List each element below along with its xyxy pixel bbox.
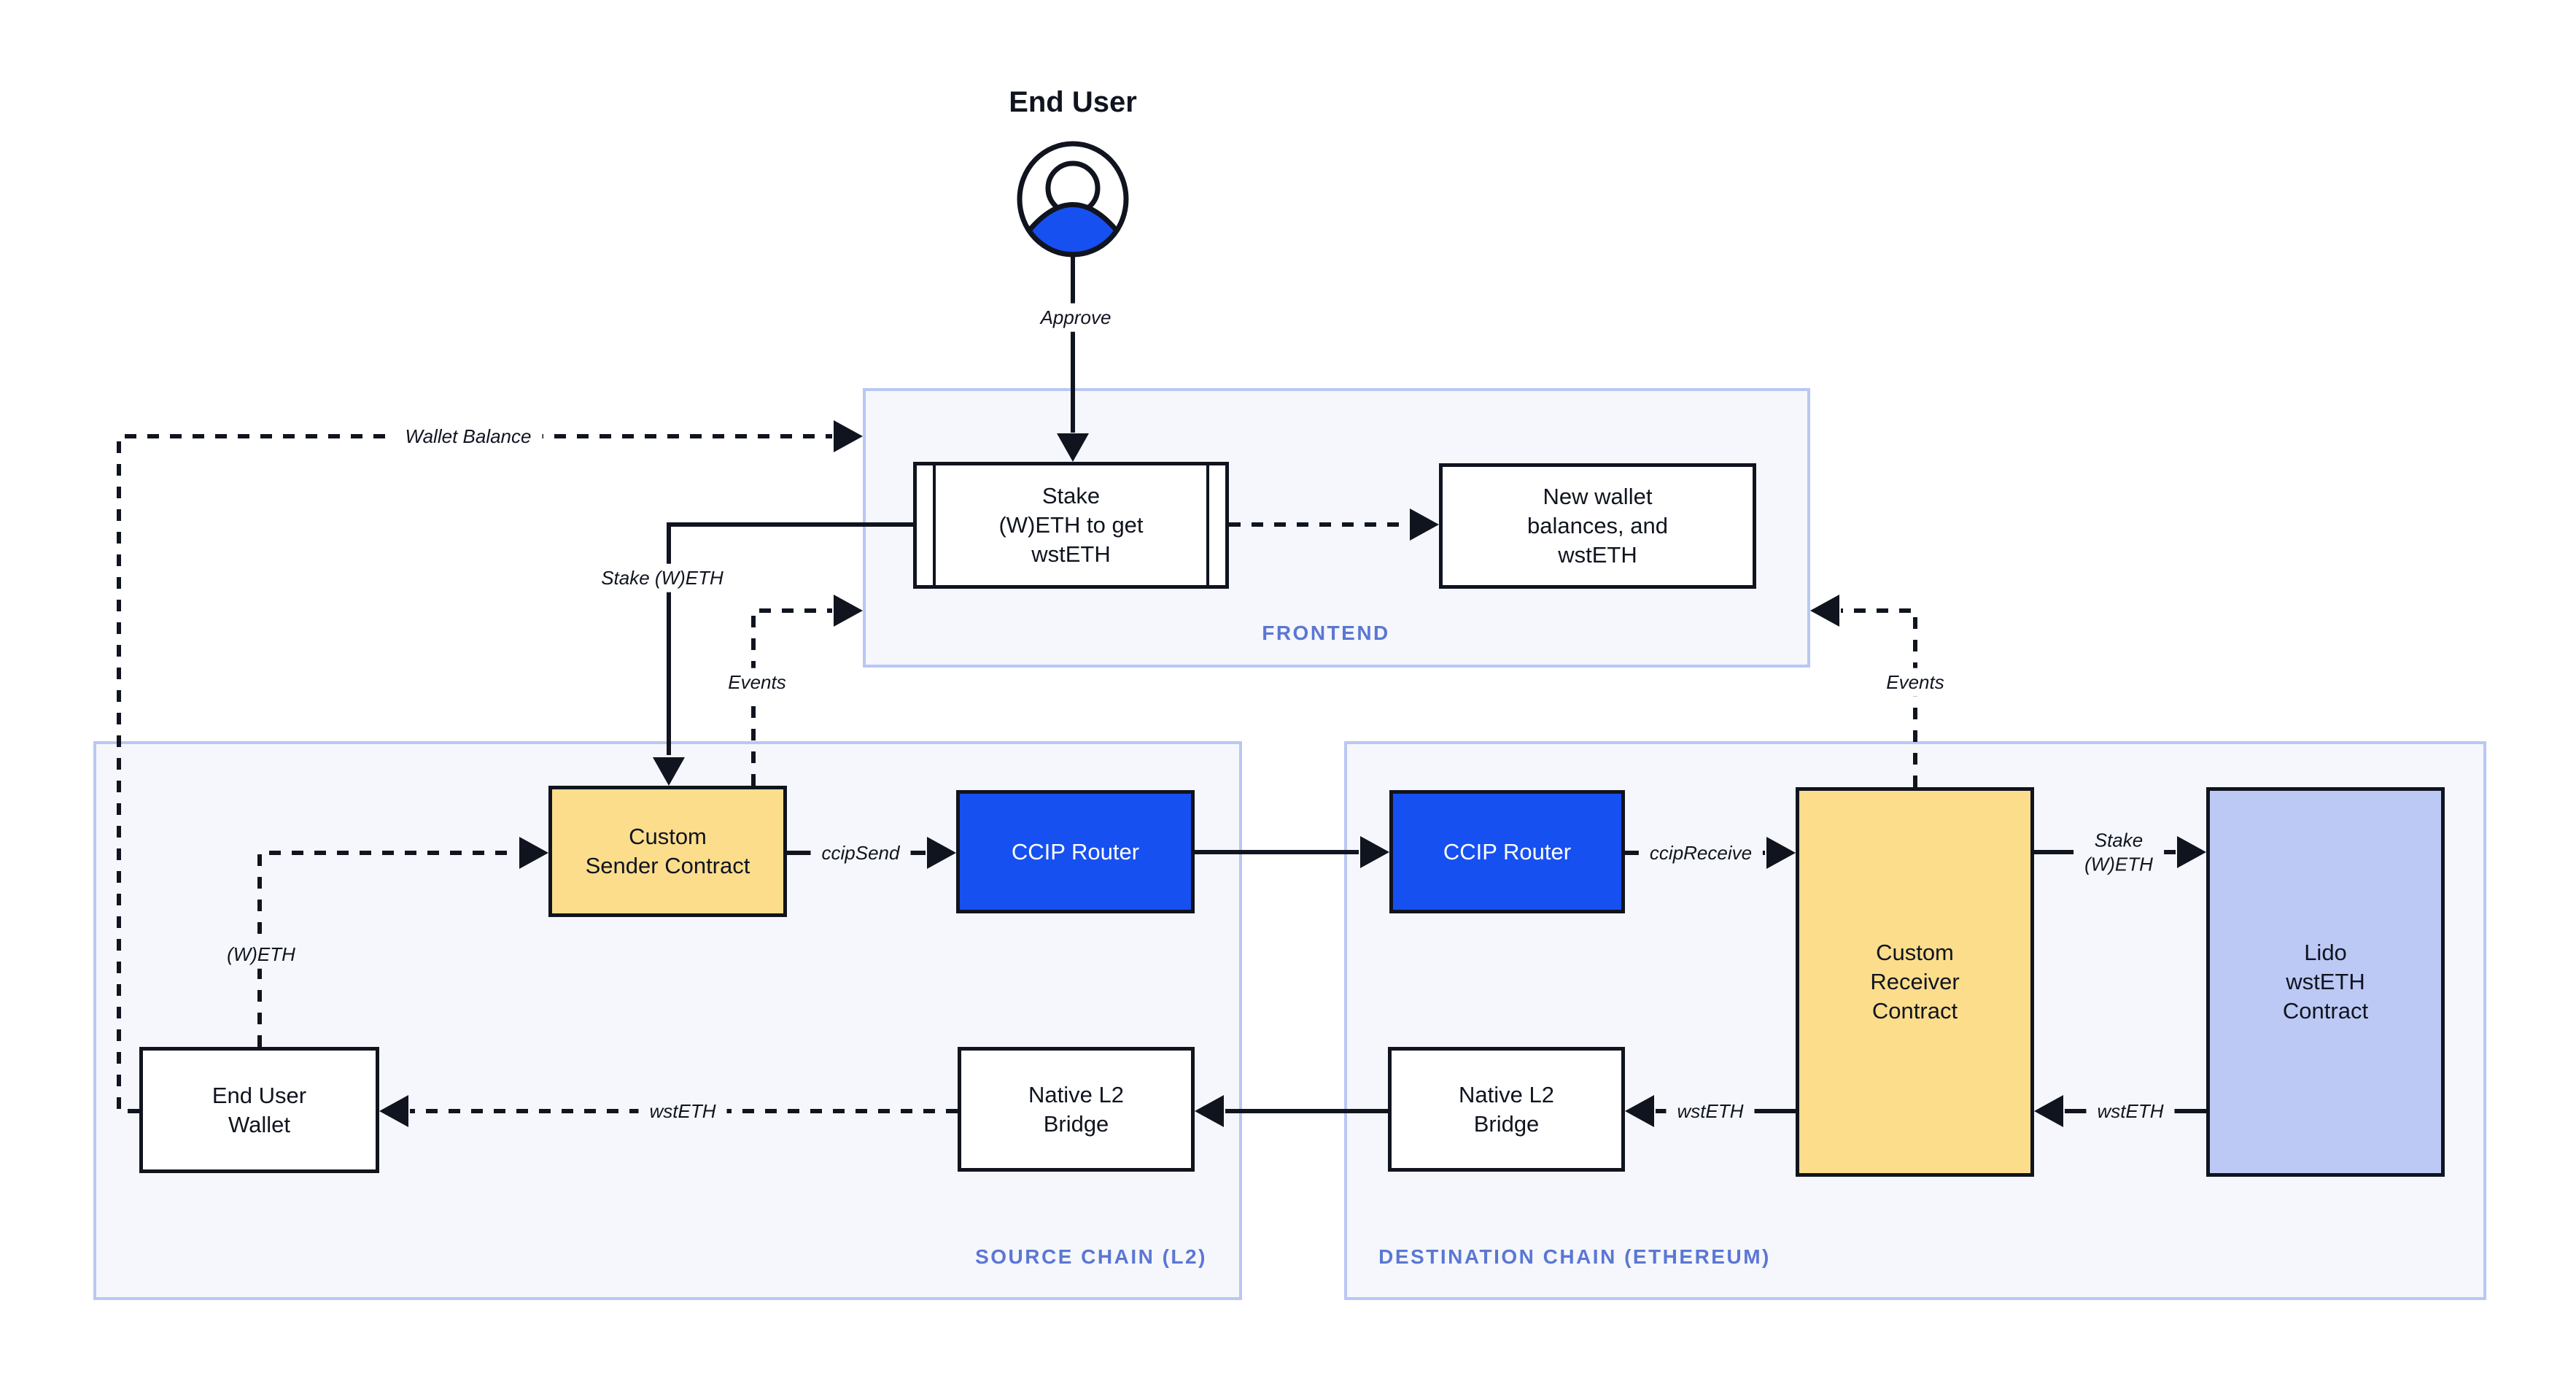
ccipreceive-label: ccipReceive xyxy=(1638,838,1764,867)
events-source-line xyxy=(751,608,832,786)
stake-to-newwallet-arrowhead xyxy=(1410,508,1439,541)
weth-line xyxy=(257,851,518,1047)
wsteth-to-bridge-label: wstETH xyxy=(1666,1097,1755,1126)
wallet-balance-label: Wallet Balance xyxy=(394,422,543,451)
new-wallet-box: New wallet balances, and wstETH xyxy=(1439,463,1756,589)
ccipreceive-arrowhead xyxy=(1766,837,1796,869)
stake-weth-lido-label: Stake (W)ETH xyxy=(2073,826,2164,878)
stake-weth-lido-arrowhead xyxy=(2177,836,2206,868)
wsteth-to-bridge-arrowhead xyxy=(1625,1095,1654,1127)
end-user-icon xyxy=(1017,141,1129,258)
source-chain-label: SOURCE CHAIN (L2) xyxy=(975,1245,1207,1268)
stake-weth-line xyxy=(667,522,913,755)
events-source-arrowhead xyxy=(834,595,863,627)
approve-label: Approve xyxy=(1029,303,1122,332)
weth-label: (W)ETH xyxy=(216,940,306,969)
stake-box: Stake (W)ETH to get wstETH xyxy=(913,462,1229,589)
wsteth-to-wallet-arrowhead xyxy=(379,1095,408,1127)
ccipsend-arrowhead xyxy=(927,837,956,869)
wallet-balance-line xyxy=(117,434,832,1113)
stake-weth-arrowhead xyxy=(653,757,685,786)
ccip-router-source: CCIP Router xyxy=(956,790,1195,913)
router-to-router-arrowhead xyxy=(1360,836,1389,868)
ccip-router-destination: CCIP Router xyxy=(1389,790,1625,913)
stake-weth-label: Stake (W)ETH xyxy=(590,563,734,592)
native-l2-bridge-source: Native L2 Bridge xyxy=(958,1047,1195,1172)
wsteth-from-lido-label: wstETH xyxy=(2086,1097,2175,1126)
end-user-wallet: End User Wallet xyxy=(139,1047,379,1173)
wsteth-to-wallet-label: wstETH xyxy=(638,1097,727,1126)
wallet-balance-arrowhead xyxy=(834,420,863,452)
custom-receiver-contract: Custom Receiver Contract xyxy=(1796,787,2034,1177)
native-l2-bridge-destination: Native L2 Bridge xyxy=(1388,1047,1625,1172)
events-destination-label: Events xyxy=(1875,668,1955,697)
bridge-to-bridge-arrowhead xyxy=(1195,1095,1224,1127)
lido-wsteth-contract: Lido wstETH Contract xyxy=(2206,787,2445,1177)
approve-arrowhead xyxy=(1057,433,1089,462)
custom-sender-contract: Custom Sender Contract xyxy=(548,786,787,917)
wsteth-from-lido-arrowhead xyxy=(2034,1095,2063,1127)
events-destination-line xyxy=(1841,608,1917,787)
ccipsend-label: ccipSend xyxy=(810,838,911,867)
destination-chain-label: DESTINATION CHAIN (ETHEREUM) xyxy=(1378,1245,1771,1268)
weth-arrowhead xyxy=(519,837,548,869)
end-user-title: End User xyxy=(1009,86,1137,118)
frontend-label: FRONTEND xyxy=(1262,622,1390,644)
events-destination-arrowhead xyxy=(1810,595,1839,627)
events-source-label: Events xyxy=(717,668,797,697)
